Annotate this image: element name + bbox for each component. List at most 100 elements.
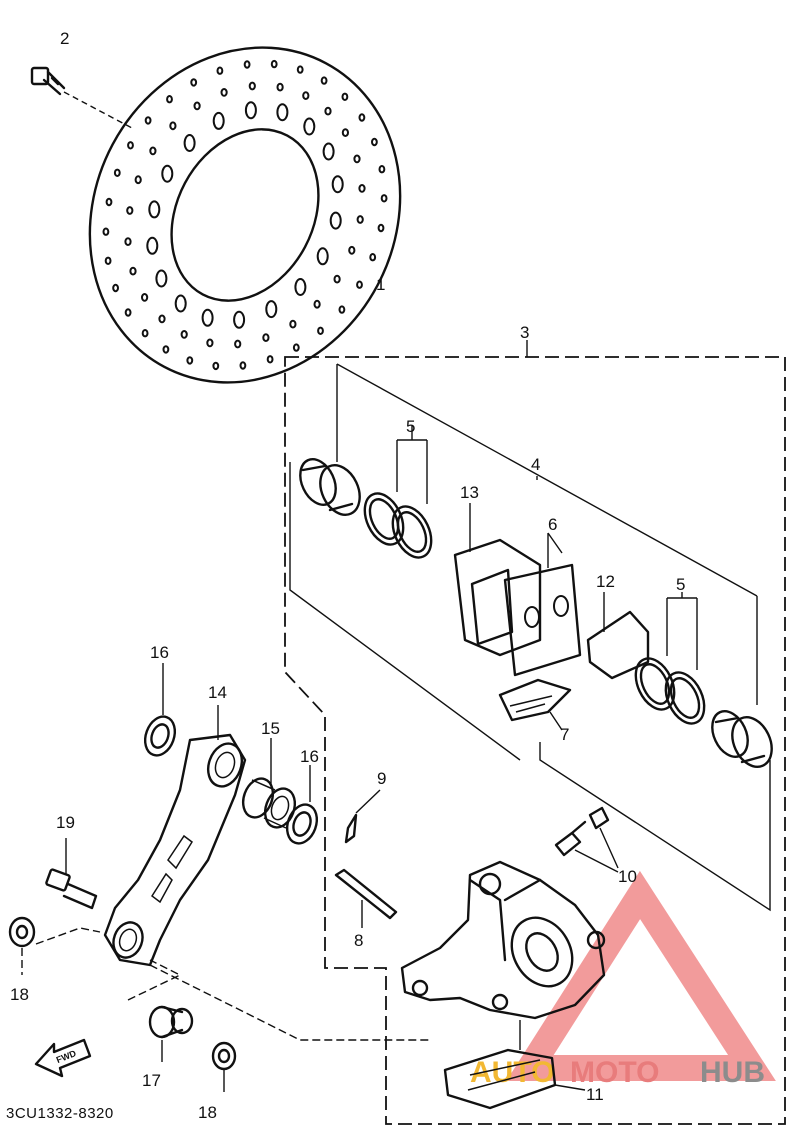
disc-hole (356, 215, 364, 224)
disc-hole (174, 294, 187, 313)
disc-hole (294, 278, 307, 296)
disc-hole (317, 326, 324, 335)
disc-hole (243, 60, 251, 69)
label-1: 1 (376, 275, 385, 294)
disc-holes (102, 59, 388, 371)
disc-hole (329, 211, 342, 230)
disc-bolt (30, 66, 133, 129)
disc-hole (234, 339, 242, 349)
disc-hole (212, 111, 225, 130)
disc-hole (141, 329, 149, 338)
disc-hole (102, 227, 110, 236)
label-16a: 16 (150, 643, 169, 662)
disc-hole (276, 82, 284, 92)
disc-hole (333, 274, 341, 284)
disc-hole (262, 333, 270, 343)
disc-hole (248, 81, 256, 91)
disc-hole (233, 310, 246, 329)
disc-hole (377, 223, 385, 233)
pad-cover (443, 1020, 586, 1110)
label-19: 19 (56, 813, 75, 832)
watermark-triangle (506, 870, 776, 1081)
piston-right (711, 710, 773, 768)
disc-hole (190, 78, 198, 87)
disc-hole (104, 256, 112, 265)
disc-hole (201, 308, 214, 327)
disc-hole (134, 175, 142, 185)
label-10: 10 (618, 867, 637, 886)
watermark-text-hub: HUB (700, 1056, 765, 1089)
pad-shim (453, 503, 542, 657)
lead-group-right (539, 742, 771, 912)
label-11: 11 (586, 1085, 604, 1104)
pad-pin (334, 868, 398, 928)
pad-pin-clip (344, 789, 381, 844)
disc-hole (162, 345, 170, 354)
disc-hole (338, 305, 346, 314)
disc-hole (266, 355, 274, 364)
label-6: 6 (548, 515, 557, 534)
disc-hole (289, 319, 297, 329)
label-12: 12 (596, 572, 615, 591)
disc-hole (276, 103, 289, 122)
piston-left (299, 458, 361, 516)
disc-hole (378, 165, 386, 174)
disc-hole (126, 206, 134, 215)
part-number-labels: 2 1 3 5 4 13 6 12 5 16 14 7 15 16 9 19 1… (10, 29, 685, 1122)
torque-arm-bolt (45, 838, 98, 910)
disc-hole (358, 113, 366, 122)
disc-hole (296, 65, 304, 74)
label-3: 3 (520, 323, 529, 342)
lead-pivot (149, 964, 430, 1041)
watermark-text-moto: MOTO (570, 1056, 659, 1089)
label-7: 7 (560, 725, 569, 744)
disc-hole (358, 184, 366, 193)
label-18b: 18 (198, 1103, 217, 1122)
disc-hole (220, 88, 228, 97)
disc-hole (369, 253, 377, 262)
disc-hole (320, 76, 328, 85)
label-2: 2 (60, 29, 69, 48)
disc-hole (169, 121, 177, 131)
label-8: 8 (354, 931, 363, 950)
lead-group-left (289, 462, 521, 761)
brake-disc (88, 46, 402, 384)
disc-hole (129, 266, 137, 276)
disc-hole (124, 308, 132, 317)
disc-hole (216, 66, 224, 75)
disc-hole (316, 247, 329, 266)
disc-hole (124, 237, 132, 247)
bleed-screws (554, 806, 619, 873)
disc-hole (149, 146, 157, 156)
nut-lower (211, 1041, 237, 1092)
disc-hole (380, 194, 388, 203)
disc-hole (341, 128, 349, 138)
disc-hole (331, 175, 344, 194)
disc-hole (105, 197, 113, 207)
disc-hole (324, 106, 332, 116)
label-5b: 5 (676, 575, 685, 594)
disc-hole (353, 154, 361, 164)
disc-hole (148, 200, 161, 219)
watermark: AUTO MOTO HUB (470, 870, 776, 1089)
disc-hole (158, 314, 166, 324)
diagram-part-code: 3CU1332-8320 (6, 1105, 114, 1122)
pad-spring (498, 678, 572, 731)
disc-hole (348, 245, 356, 255)
label-5a: 5 (406, 417, 415, 436)
label-13: 13 (460, 483, 479, 502)
disc-hole (302, 91, 310, 100)
disc-hole (270, 59, 278, 69)
lead-4 (336, 363, 758, 705)
caliper-assembly-boundary (284, 356, 786, 1125)
disc-hole (186, 356, 194, 365)
disc-hole (265, 300, 278, 319)
disc-hole (113, 168, 121, 178)
disc-hole (371, 137, 378, 147)
caliper-body (400, 860, 606, 1020)
disc-hole (341, 92, 349, 102)
piston-seals-left (363, 425, 433, 559)
oil-seal-upper (143, 663, 177, 757)
label-15: 15 (261, 719, 280, 738)
label-16b: 16 (300, 747, 319, 766)
